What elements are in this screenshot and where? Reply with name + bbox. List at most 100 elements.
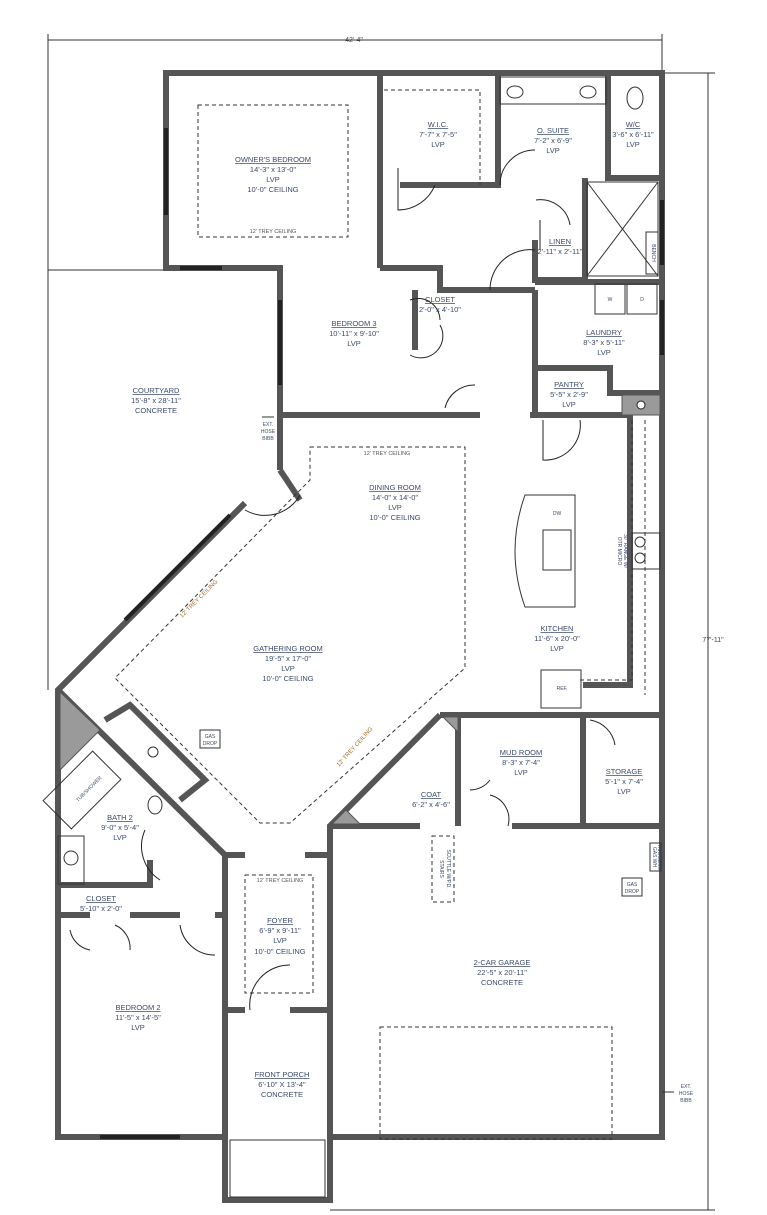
vanity	[57, 835, 85, 885]
storage-label: STORAGE	[606, 767, 643, 776]
gas-drop-label: DROP	[625, 889, 640, 895]
wc-size: 3'-6" x 6'-11"	[612, 130, 654, 139]
sink-icon	[63, 850, 79, 866]
tub-label: TUB/SHOWER	[75, 775, 103, 803]
front-porch-size: 6'-10" X 13'-4"	[258, 1080, 306, 1089]
pantry-floor: LVP	[562, 400, 576, 409]
kitchen-label: KITCHEN	[541, 624, 574, 633]
foyer-trey-outline	[244, 874, 314, 994]
toilet-icon	[147, 795, 163, 815]
laundry-floor: LVP	[597, 348, 611, 357]
range-label: OTR MICRO	[616, 537, 622, 566]
depth-dimension: 77'-11"	[702, 637, 724, 644]
water-heater-label: TANKLESS	[656, 844, 662, 870]
wic-floor: LVP	[431, 140, 445, 149]
owners-bedroom-trey: 12' TREY CEILING	[250, 229, 297, 235]
gas-drop-box	[199, 729, 221, 749]
dining-floor: LVP	[388, 503, 402, 512]
storage-size: 5'-1" x 7'-4"	[605, 777, 643, 786]
dishwasher-label: DW	[553, 511, 562, 517]
mud-room-label: MUD ROOM	[500, 748, 543, 757]
laundry-label: LAUNDRY	[586, 328, 622, 337]
hose-bibb-label: HOSE	[679, 1091, 694, 1097]
washer-label: W	[608, 297, 613, 303]
gathering-label: GATHERING ROOM	[253, 644, 322, 653]
gas-drop-label: GAS	[627, 882, 638, 888]
mud-room-floor: LVP	[514, 768, 528, 777]
refrigerator	[540, 669, 582, 709]
bedroom2-size: 11'-5" x 14'-5"	[115, 1013, 161, 1022]
gathering-trey-2: 12' TREY CEILING	[336, 726, 375, 768]
gathering-trey: 12' TREY CEILING	[179, 579, 220, 620]
sink-icon	[147, 746, 159, 758]
garage-floor: CONCRETE	[481, 978, 523, 987]
gas-drop-label: GAS	[205, 734, 216, 740]
storage-floor: LVP	[617, 787, 631, 796]
gas-drop-label: DROP	[203, 741, 218, 747]
hose-bibb-label: BIBB	[680, 1098, 692, 1104]
scuttle-label: STAIRS	[438, 860, 444, 878]
wc-floor: LVP	[626, 140, 640, 149]
shower	[586, 181, 659, 277]
garage-label: 2-CAR GARAGE	[474, 958, 531, 967]
o-suite-label: O. SUITE	[537, 126, 569, 135]
washer	[594, 283, 626, 315]
coat-corner	[330, 809, 362, 825]
courtyard-label: COURTYARD	[133, 386, 180, 395]
coat-label: COAT	[421, 790, 442, 799]
bedroom2-label: BEDROOM 2	[115, 1003, 160, 1012]
bath2-floor: LVP	[113, 833, 127, 842]
dining-label: DINING ROOM	[369, 483, 421, 492]
o-suite-size: 7'-2" x 6'-9"	[534, 136, 572, 145]
scuttle-label: SCUTTLE W/P.D.	[445, 849, 451, 888]
bedroom2-floor: LVP	[131, 1023, 145, 1032]
laundry-size: 8'-3" x 5'-11"	[583, 338, 625, 347]
width-dimension: 42'-4"	[345, 37, 363, 44]
foyer-floor: LVP	[273, 936, 287, 945]
dining-trey: 12' TREY CEILING	[364, 451, 411, 457]
foyer-trey: 12' TREY CEILING	[257, 878, 304, 884]
pantry-size: 5'-5" x 2'-9"	[550, 390, 588, 399]
kitchen-sink-icon	[542, 529, 572, 571]
range-label: 30" RANGE W/	[622, 534, 628, 569]
kitchen-counter	[580, 420, 633, 681]
bath2-label: BATH 2	[107, 813, 133, 822]
closet3-label: CLOSET	[425, 295, 455, 304]
foyer-label: FOYER	[267, 916, 293, 925]
refrigerator-label: REF.	[557, 686, 568, 692]
front-porch-floor: CONCRETE	[261, 1090, 303, 1099]
bench	[645, 231, 659, 275]
mud-room-size: 8'-3" x 7'-4"	[502, 758, 540, 767]
foyer-ceiling: 10'-0" CEILING	[254, 947, 305, 956]
room-labels: OWNER'S BEDROOM 14'-3" x 13'-0" LVP 10'-…	[75, 120, 694, 1104]
porch-railing	[229, 1139, 326, 1198]
closet2-size: 5'-10" x 2'-0"	[80, 904, 122, 913]
hose-bibb-label: HOSE	[261, 429, 276, 435]
toilet-icon	[626, 86, 644, 110]
owners-bedroom-size: 14'-3" x 13'-0"	[250, 165, 296, 174]
kitchen-floor: LVP	[550, 644, 564, 653]
linen-size: 2'-11" x 2'-11"	[537, 247, 582, 256]
closet3-size: 2'-0" x 4'-10"	[419, 305, 461, 314]
sink-icon	[579, 85, 597, 99]
o-suite-floor: LVP	[546, 146, 560, 155]
gathering-trey-outline	[114, 446, 466, 824]
front-porch-label: FRONT PORCH	[255, 1070, 310, 1079]
gas-drop-box	[621, 877, 643, 897]
interior-walls	[58, 73, 662, 1137]
gathering-ceiling: 10'-0" CEILING	[262, 674, 313, 683]
water-heater-label: GAS WH	[651, 847, 657, 868]
kitchen-size: 11'-6" x 20'-0"	[534, 634, 580, 643]
wic-label: W.I.C.	[428, 120, 448, 129]
garage-size: 22'-5" x 20'-11"	[477, 968, 527, 977]
garage-door-outline	[379, 1026, 613, 1140]
owners-bedroom-floor: LVP	[266, 175, 280, 184]
kitchen-corner	[441, 716, 459, 734]
windows	[100, 128, 664, 1139]
gathering-floor: LVP	[281, 664, 295, 673]
sink-icon	[506, 85, 524, 99]
owners-bedroom-ceiling: 10'-0" CEILING	[247, 185, 298, 194]
hose-bibb-label: EXT.	[263, 422, 274, 428]
floor-drain-icon	[636, 400, 646, 410]
